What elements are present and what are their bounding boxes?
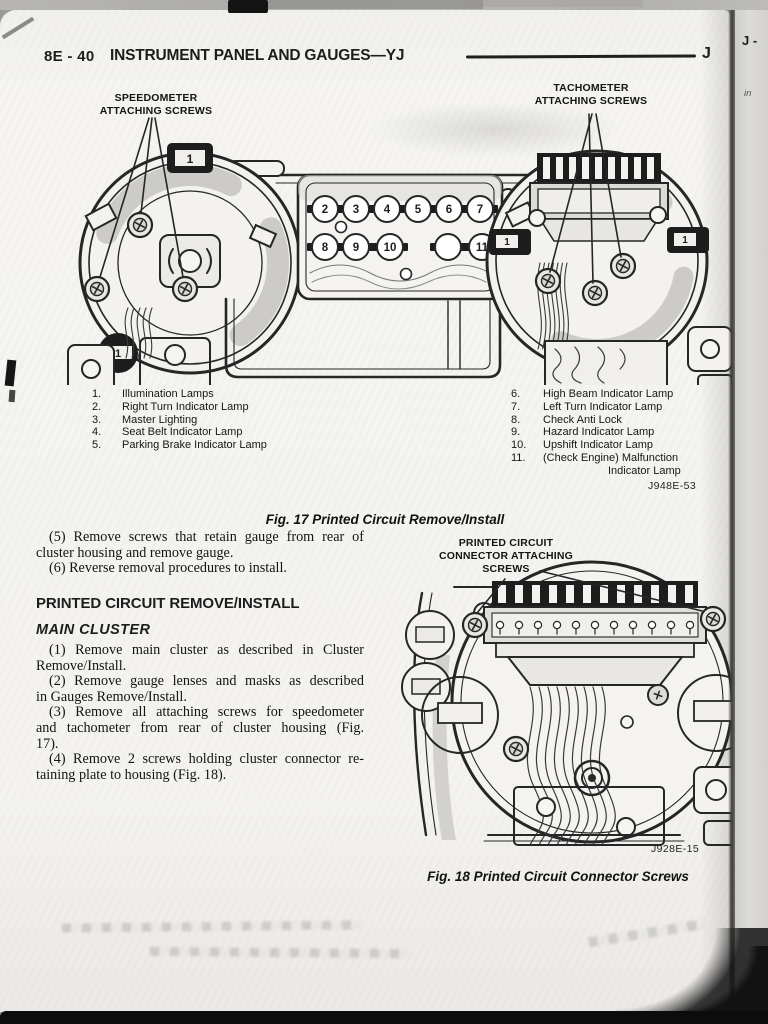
- scan-artifact: [483, 0, 643, 7]
- section-tab: J: [702, 45, 711, 62]
- lamp-socket-number: 10: [384, 242, 397, 254]
- screw-icon: [534, 267, 562, 295]
- svg-text:1: 1: [187, 152, 194, 166]
- fig18-diagram: [401, 560, 743, 846]
- legend-item: 10.Upshift Indicator Lamp: [511, 439, 654, 452]
- svg-text:1: 1: [504, 237, 510, 248]
- scan-artifact: [268, 0, 483, 9]
- screw-icon: [699, 605, 727, 633]
- lamp-socket-number: 4: [384, 204, 391, 216]
- bleedthrough-text: [149, 946, 411, 959]
- header-rule: [465, 54, 697, 59]
- procedure-steps-5-6: (5) Remove screws that retain gauge from…: [36, 529, 364, 577]
- scanner-bottom-strip: [0, 1011, 768, 1024]
- fig18-caption: Fig. 18 Printed Circuit Connector Screws: [427, 869, 689, 884]
- screw-icon: [461, 611, 489, 639]
- svg-text:1: 1: [682, 235, 688, 246]
- next-page-text-fragment: in: [744, 88, 752, 99]
- cluster-connector: [529, 153, 669, 242]
- lamp-socket-1-left: 1: [489, 229, 531, 255]
- screw-icon: [126, 211, 154, 239]
- printed-circuit-panel: 2 3 4 5 6 7 8 9 10 11: [296, 173, 504, 301]
- legend-item: 2.Right Turn Indicator Lamp: [92, 400, 249, 413]
- lamp-socket-number: 2: [322, 204, 328, 216]
- printed-circuit-connector: [483, 581, 707, 686]
- lamp-socket-number: 8: [322, 242, 329, 254]
- screw-icon: [581, 279, 609, 307]
- step-5-paragraph: (5) Remove screws that retain gauge from…: [36, 529, 364, 561]
- fig17-diagram: 1 1: [67, 113, 733, 385]
- step-2-paragraph: (2) Remove gauge lenses and masks as des…: [36, 673, 364, 705]
- screw-icon: [647, 684, 669, 706]
- step-6-paragraph: (6) Reverse removal procedures to instal…: [49, 560, 287, 577]
- legend-item: 4.Seat Belt Indicator Lamp: [92, 426, 243, 439]
- next-page-tab: J -: [742, 33, 758, 48]
- legend-item: 11.(Check Engine) Malfunction: [511, 451, 679, 464]
- section-number: 8E - 40: [44, 48, 95, 65]
- lamp-socket-1-right: 1: [667, 227, 709, 253]
- legend-item: 9.Hazard Indicator Lamp: [511, 426, 655, 439]
- page-edge-line: [728, 0, 735, 1024]
- screw-icon: [502, 735, 530, 763]
- page-corner-shadow: [672, 946, 768, 1012]
- lamp-socket-1-top: 1: [167, 143, 213, 173]
- manual-page: 8E - 40 INSTRUMENT PANEL AND GAUGES—YJ J…: [0, 10, 743, 1012]
- tachometer-leader-lines: [549, 113, 622, 284]
- screw-icon: [83, 275, 111, 303]
- lamp-socket-number: 11: [476, 242, 489, 254]
- legend-item: 6.High Beam Indicator Lamp: [511, 388, 674, 400]
- legend-item: 7.Left Turn Indicator Lamp: [511, 400, 663, 413]
- lamp-socket-number: 6: [446, 204, 452, 216]
- legend-item: 5.Parking Brake Indicator Lamp: [92, 439, 267, 452]
- legend-item: 8.Check Anti Lock: [511, 413, 622, 426]
- binding-mark: [8, 389, 16, 403]
- lamp-socket-number: 5: [415, 204, 422, 216]
- page-title: INSTRUMENT PANEL AND GAUGES—YJ: [110, 47, 405, 64]
- tachometer-housing: 1 1: [485, 113, 733, 385]
- cluster-housing-partial: [401, 586, 507, 840]
- scan-blotch: [370, 102, 620, 157]
- svg-text:1: 1: [115, 348, 121, 360]
- lamp-socket-number: 3: [353, 204, 359, 216]
- legend-item: 3.Master Lighting: [92, 413, 198, 426]
- lamp-socket-number: 7: [477, 204, 483, 216]
- scan-artifact: [228, 0, 268, 13]
- step-1-paragraph: (1) Remove main cluster as described in …: [36, 642, 364, 674]
- speedometer-leader-lines: [99, 117, 184, 278]
- subsection-heading: MAIN CLUSTER: [36, 622, 151, 638]
- legend-item: 1.Illumination Lamps: [92, 388, 214, 400]
- screw-icon: [609, 252, 637, 280]
- lamp-socket-number: 9: [353, 242, 359, 254]
- next-page-edge: [735, 0, 768, 1024]
- fig17-caption: Fig. 17 Printed Circuit Remove/Install: [265, 512, 505, 527]
- fig18-code: J928E-15: [651, 843, 700, 855]
- screw-icon: [171, 275, 199, 303]
- procedure-heading: PRINTED CIRCUIT REMOVE/INSTALL: [36, 595, 300, 612]
- fig17-code: J948E-53: [648, 480, 697, 492]
- speedometer-housing: 1 1: [67, 117, 302, 385]
- bleedthrough-text: [61, 920, 363, 933]
- step-4-paragraph: (4) Remove 2 screws holding cluster conn…: [36, 751, 364, 783]
- legend-item-continuation: Indicator Lamp: [608, 464, 681, 477]
- fig18-leader-lines: [476, 570, 703, 614]
- main-cluster-steps: (1) Remove main cluster as described in …: [36, 642, 364, 783]
- step-3-paragraph: (3) Remove all attaching screws for spee…: [36, 704, 364, 752]
